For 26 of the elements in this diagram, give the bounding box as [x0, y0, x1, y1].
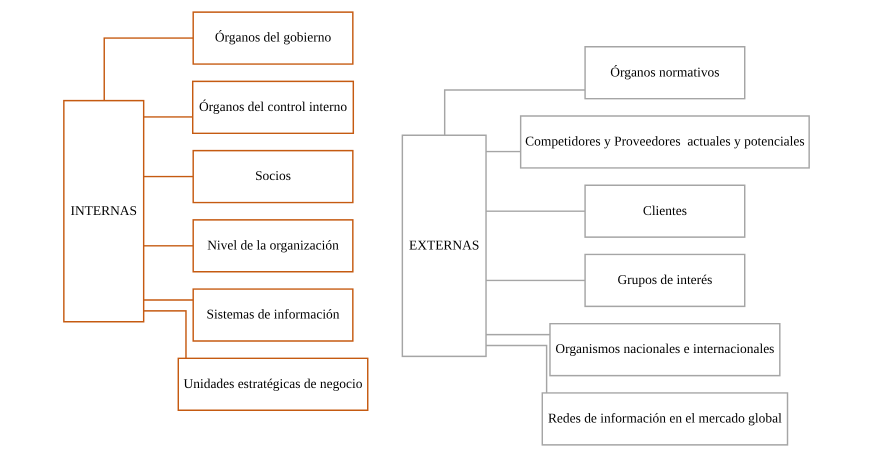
node-box: Sistemas de información — [192, 288, 354, 342]
node-box: Organismos nacionales e internacionales — [548, 322, 780, 376]
connector — [143, 116, 192, 118]
connector — [443, 89, 584, 136]
connector — [486, 334, 550, 336]
connector — [143, 299, 192, 301]
node-box: Nivel de la organización — [192, 219, 354, 272]
connector — [486, 280, 585, 282]
node-box: Grupos de interés — [584, 254, 745, 308]
connector — [143, 176, 192, 178]
connector — [143, 310, 186, 358]
connector — [486, 344, 547, 393]
node-box: Órganos del gobierno — [192, 11, 354, 65]
node-box: Competidores y Proveedores actuales y potenciales — [519, 115, 810, 169]
node-box: Órganos del control interno — [192, 80, 354, 134]
connector — [143, 245, 192, 247]
connector — [486, 210, 585, 212]
node-box: EXTERNAS — [401, 134, 486, 358]
node-box: Órganos normativos — [584, 46, 745, 100]
connector — [486, 150, 520, 152]
node-box: Redes de información en el mercado global — [541, 392, 788, 446]
node-box: INTERNAS — [62, 100, 144, 322]
node-box: Socios — [192, 150, 354, 204]
node-box: Unidades estratégicas de negocio — [177, 358, 368, 411]
node-box: Clientes — [584, 184, 745, 238]
connector — [103, 37, 193, 101]
